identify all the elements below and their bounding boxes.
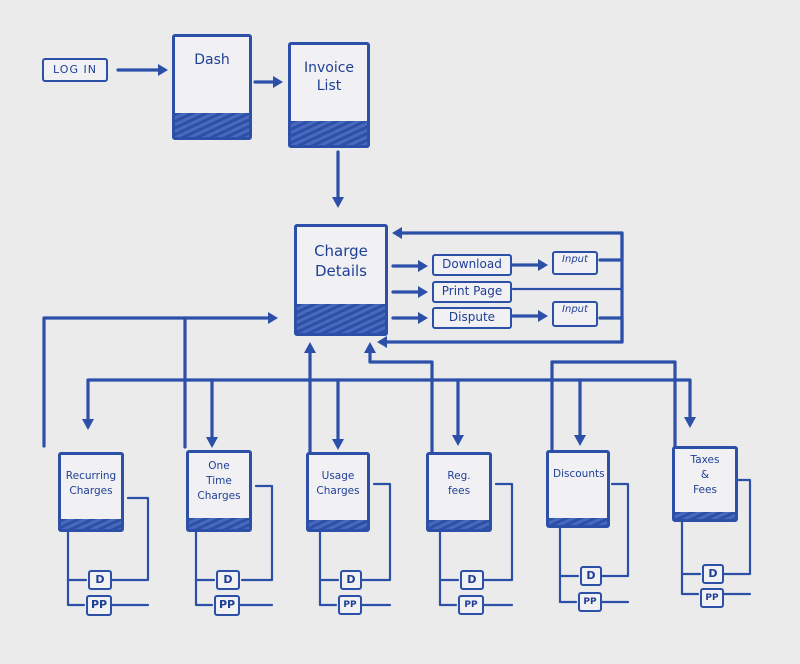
dispute-button[interactable]: Dispute <box>432 307 512 329</box>
reg-fees-shading <box>429 520 489 529</box>
one-time-charges-shading <box>189 518 249 529</box>
recurring-charges-shading <box>61 518 121 529</box>
invoice-list-label: Invoice List <box>303 60 355 94</box>
dash-page[interactable]: Dash <box>172 34 252 140</box>
dispute-input[interactable]: Input <box>552 301 598 327</box>
taxes-fees-screen[interactable]: Taxes & Fees <box>672 446 738 522</box>
usage-pp-button[interactable]: PP <box>338 595 362 615</box>
discounts-pp-button[interactable]: PP <box>578 592 602 612</box>
reg-fees-screen[interactable]: Reg. fees <box>426 452 492 532</box>
dash-shading <box>175 113 249 137</box>
login-box[interactable]: LOG IN <box>42 58 108 82</box>
one-time-charges-label: One Time Charges <box>197 460 241 502</box>
recurring-charges-screen[interactable]: Recurring Charges <box>58 452 124 532</box>
usage-charges-label: Usage Charges <box>316 470 360 497</box>
dash-label: Dash <box>194 52 230 68</box>
recurring-pp-button[interactable]: PP <box>86 595 112 616</box>
discounts-screen[interactable]: Discounts <box>546 450 610 528</box>
print-page-button[interactable]: Print Page <box>432 281 512 303</box>
taxes-fees-pp-button[interactable]: PP <box>700 588 724 608</box>
one-time-charges-screen[interactable]: One Time Charges <box>186 450 252 532</box>
taxes-fees-label: Taxes & Fees <box>690 454 720 496</box>
reg-fees-pp-button[interactable]: PP <box>458 595 484 615</box>
sub-loops <box>66 478 752 607</box>
recurring-charges-label: Recurring Charges <box>65 470 117 497</box>
one-time-pp-button[interactable]: PP <box>214 595 240 616</box>
usage-charges-shading <box>309 520 367 529</box>
one-time-d-button[interactable]: D <box>216 570 240 590</box>
charge-details-shading <box>297 304 385 333</box>
reg-fees-label: Reg. fees <box>447 470 471 497</box>
discounts-shading <box>549 517 607 525</box>
taxes-fees-shading <box>675 512 735 519</box>
usage-charges-screen[interactable]: Usage Charges <box>306 452 370 532</box>
invoice-list-shading <box>291 121 367 145</box>
charge-details-label: Charge Details <box>314 242 368 280</box>
discounts-d-button[interactable]: D <box>580 566 602 586</box>
download-input[interactable]: Input <box>552 251 598 275</box>
reg-fees-d-button[interactable]: D <box>460 570 484 590</box>
usage-d-button[interactable]: D <box>340 570 362 590</box>
charge-details-page[interactable]: Charge Details <box>294 224 388 336</box>
download-button[interactable]: Download <box>432 254 512 276</box>
taxes-fees-d-button[interactable]: D <box>702 564 724 584</box>
discounts-label: Discounts <box>553 468 605 480</box>
recurring-d-button[interactable]: D <box>88 570 112 590</box>
invoice-list-page[interactable]: Invoice List <box>288 42 370 148</box>
